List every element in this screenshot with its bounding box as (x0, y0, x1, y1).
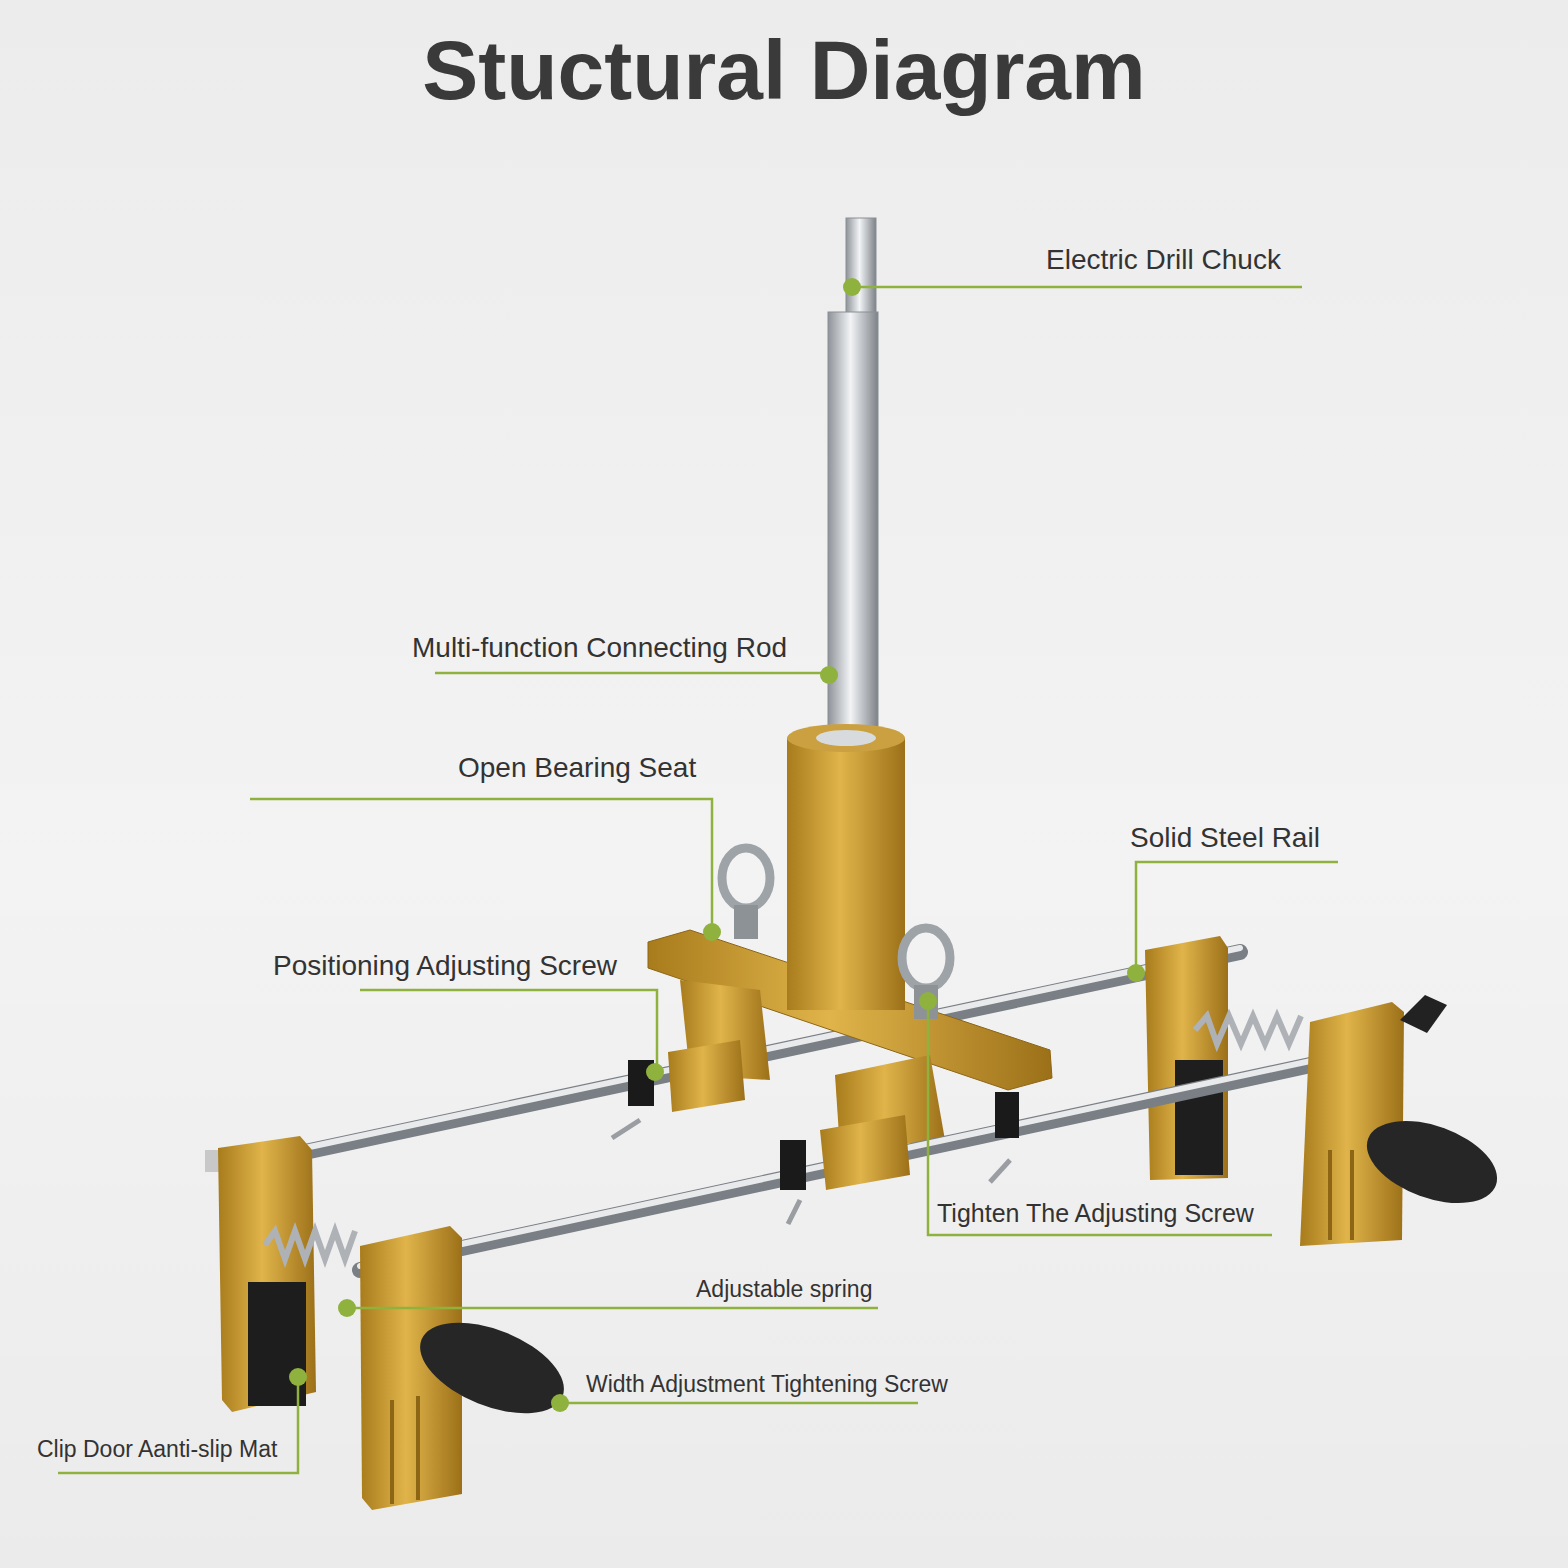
left-front-clamp (360, 1226, 577, 1510)
page-title: Stuctural Diagram (0, 22, 1568, 119)
leader-dot (289, 278, 1145, 1412)
eyebolt (722, 848, 950, 1019)
right-back-clamp (1145, 936, 1301, 1180)
leader-line (58, 287, 1338, 1473)
part-label: Width Adjustment Tightening Screw (586, 1371, 948, 1399)
part-label: Solid Steel Rail (1130, 821, 1320, 855)
part-label: Tighten The Adjusting Screw (937, 1198, 1254, 1228)
right-front-clamp (1300, 995, 1508, 1246)
part-label: Electric Drill Chuck (1046, 243, 1281, 277)
bearing-cylinder (787, 724, 905, 1010)
part-label: Multi-function Connecting Rod (412, 631, 787, 665)
carriage-block (612, 1040, 1019, 1224)
part-label: Clip Door Aanti-slip Mat (37, 1436, 277, 1464)
part-label: Open Bearing Seat (458, 751, 696, 785)
left-back-clamp (205, 1136, 355, 1412)
part-label: Adjustable spring (696, 1276, 872, 1304)
part-label: Positioning Adjusting Screw (273, 949, 617, 983)
connecting-rod (828, 218, 878, 742)
front-rail (360, 1046, 1380, 1270)
